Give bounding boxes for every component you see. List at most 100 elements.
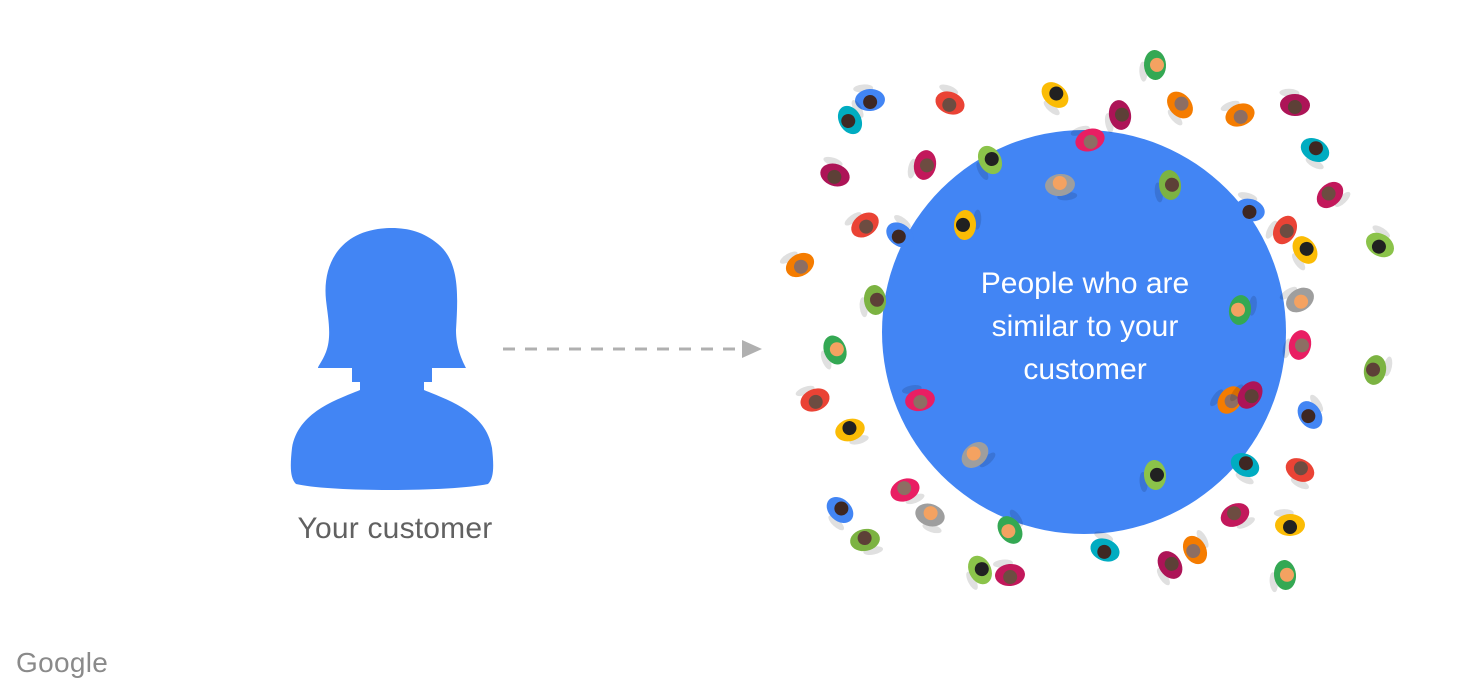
crowd-person [966,555,992,590]
crowd-person-shadow [1230,384,1244,402]
crowd-person [795,385,830,412]
crowd-person [907,150,937,180]
crowd-person [1292,236,1318,271]
crowd-person-head [1366,362,1381,377]
crowd-person-shadow [1167,109,1183,126]
crowd-person-shadow [820,350,832,370]
crowd-person-head [1238,456,1253,471]
crowd-person [1041,82,1069,116]
crowd-person-shadow [1290,477,1309,490]
crowd-person [961,442,996,468]
crowd-person-head [1227,506,1242,521]
crowd-person [935,84,965,115]
audience-label-line: customer [1023,353,1147,386]
audience-label-line: People who are [980,267,1190,300]
crowd-person-head [1371,239,1386,254]
crowd-person-head [869,292,884,307]
crowd-person-head [897,481,912,496]
crowd-person [1139,50,1167,82]
crowd-person [1279,286,1314,313]
crowd-person [853,84,885,112]
crowd-person [1279,88,1310,117]
crowd-person-shadow [1196,529,1209,548]
crowd-person-shadow [1043,100,1060,116]
crowd-person-head [1186,543,1201,558]
crowd-person-shadow [1094,531,1114,542]
crowd-person [1045,173,1078,201]
crowd-person-head [1321,186,1336,201]
crowd-person [993,559,1025,587]
google-logo: Google [16,647,109,678]
crowd-person-head [827,169,842,184]
dashed-arrow-icon [503,340,762,358]
crowd-person-shadow [1236,517,1255,529]
crowd-person-shadow [1220,100,1240,112]
crowd-person-head [891,229,906,244]
crowd-person [1282,330,1312,360]
crowd-person [1297,394,1324,429]
crowd-person-shadow [966,571,978,590]
crowd-person-head [857,531,872,546]
crowd-person [1265,215,1297,245]
crowd-person [1366,225,1394,258]
crowd-person-shadow [851,99,864,118]
crowd-person-shadow [894,214,911,229]
crowd-person-shadow [939,84,959,95]
crowd-person-head [1279,567,1294,582]
crowd-person-shadow [828,515,845,531]
crowd-person [859,285,887,318]
crowd-person-head [1287,99,1302,114]
crowd-person [1167,91,1193,126]
crowd-person-head [1114,107,1129,122]
crowd-person-head [842,421,857,436]
crowd-person-head [1299,241,1314,256]
audience-label-line: similar to your [991,310,1179,343]
crowd-person-head [966,446,981,461]
crowd-person-head [1049,86,1064,101]
crowd-person [1090,531,1120,562]
crowd-person-head [942,97,957,112]
crowd-person [1139,460,1167,492]
crowd-person [1220,100,1255,127]
crowd-person [1156,551,1183,586]
crowd-person-head [1308,141,1323,156]
crowd-person [1235,192,1265,222]
crowd-person-head [1149,57,1164,72]
crowd-person [844,212,879,238]
crowd-person [1285,458,1315,490]
crowd-person-head [1003,569,1018,584]
crowd-person-shadow [1009,509,1023,527]
crowd-person [826,496,854,531]
crowd-person-head [1301,409,1316,424]
crowd-person-shadow [1235,472,1254,485]
crowd-person-head [859,219,874,234]
audience-circle [882,130,1286,534]
customer-label: Your customer [297,512,493,545]
crowd-person-head [1233,109,1248,124]
crowd-person [820,156,850,187]
crowd-person [1300,138,1330,170]
crowd-person-head [1242,204,1257,219]
crowd-person [835,418,869,445]
audience-label: People who are similar to your customer [945,262,1225,391]
crowd-person-head [808,394,823,409]
crowd-person-shadow [1210,389,1224,407]
crowd-person [1230,453,1260,485]
crowd-person-head [1164,556,1179,571]
crowd-person [1316,181,1351,209]
crowd-person [1363,355,1393,385]
crowd-person-shadow [1265,220,1278,239]
crowd-person [1269,560,1297,593]
crowd-person [837,99,864,135]
crowd-person-head [834,501,849,516]
crowd-person [1228,295,1257,325]
crowd-person [1154,170,1182,203]
crowd-person-shadow [844,212,862,226]
crowd-person [850,528,884,556]
crowd-person [997,509,1023,544]
crowd-person-head [984,152,999,167]
crowd-person-head [1224,394,1239,409]
crowd-person-shadow [1156,568,1170,586]
crowd-people-icon [779,50,1394,593]
